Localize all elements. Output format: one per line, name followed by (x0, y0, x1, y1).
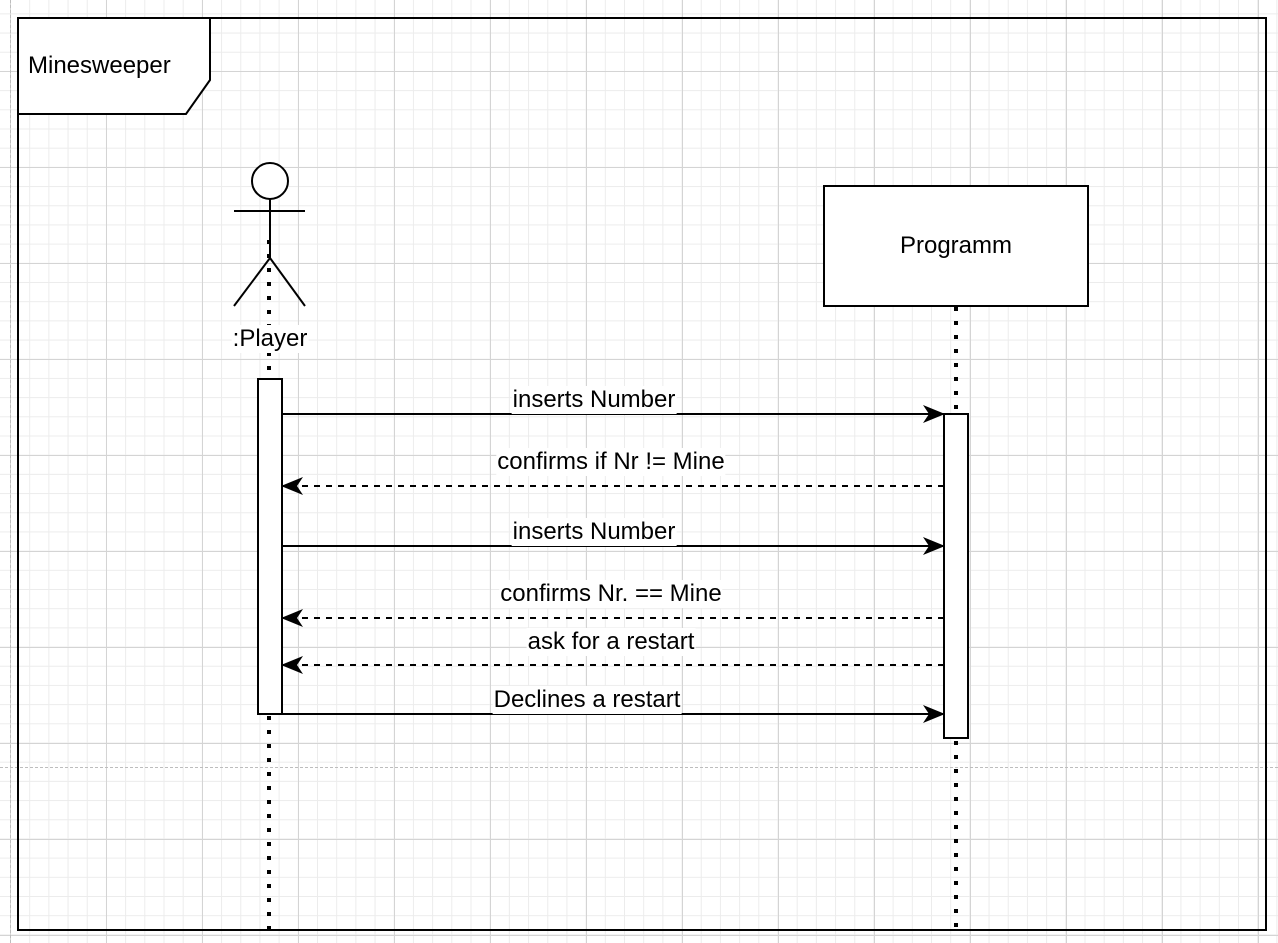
message-layer (281, 405, 945, 723)
object-activation-bar[interactable] (943, 413, 969, 739)
object-box[interactable] (823, 185, 1089, 307)
message-label-4: confirms Nr. == Mine (499, 580, 723, 608)
frame-title: Minesweeper (28, 52, 171, 79)
object-name: Programm (899, 232, 1013, 259)
message-label-6: Declines a restart (492, 686, 682, 714)
message-label-5: ask for a restart (526, 628, 696, 656)
page-guide-vertical (10, 0, 11, 943)
message-label-2: confirms if Nr != Mine (496, 448, 726, 476)
actor-name: :Player (231, 325, 309, 353)
frame-border[interactable] (17, 17, 1267, 931)
actor-figure[interactable] (233, 162, 306, 307)
frame-title-tab (17, 17, 211, 115)
message-label-1: inserts Number (511, 386, 677, 414)
actor-head (251, 162, 289, 200)
page-guide-horizontal (0, 767, 1278, 768)
message-label-3: inserts Number (511, 518, 677, 546)
actor-left-leg (233, 257, 271, 307)
actor-right-leg (269, 257, 306, 307)
actor-activation-bar[interactable] (257, 378, 283, 715)
